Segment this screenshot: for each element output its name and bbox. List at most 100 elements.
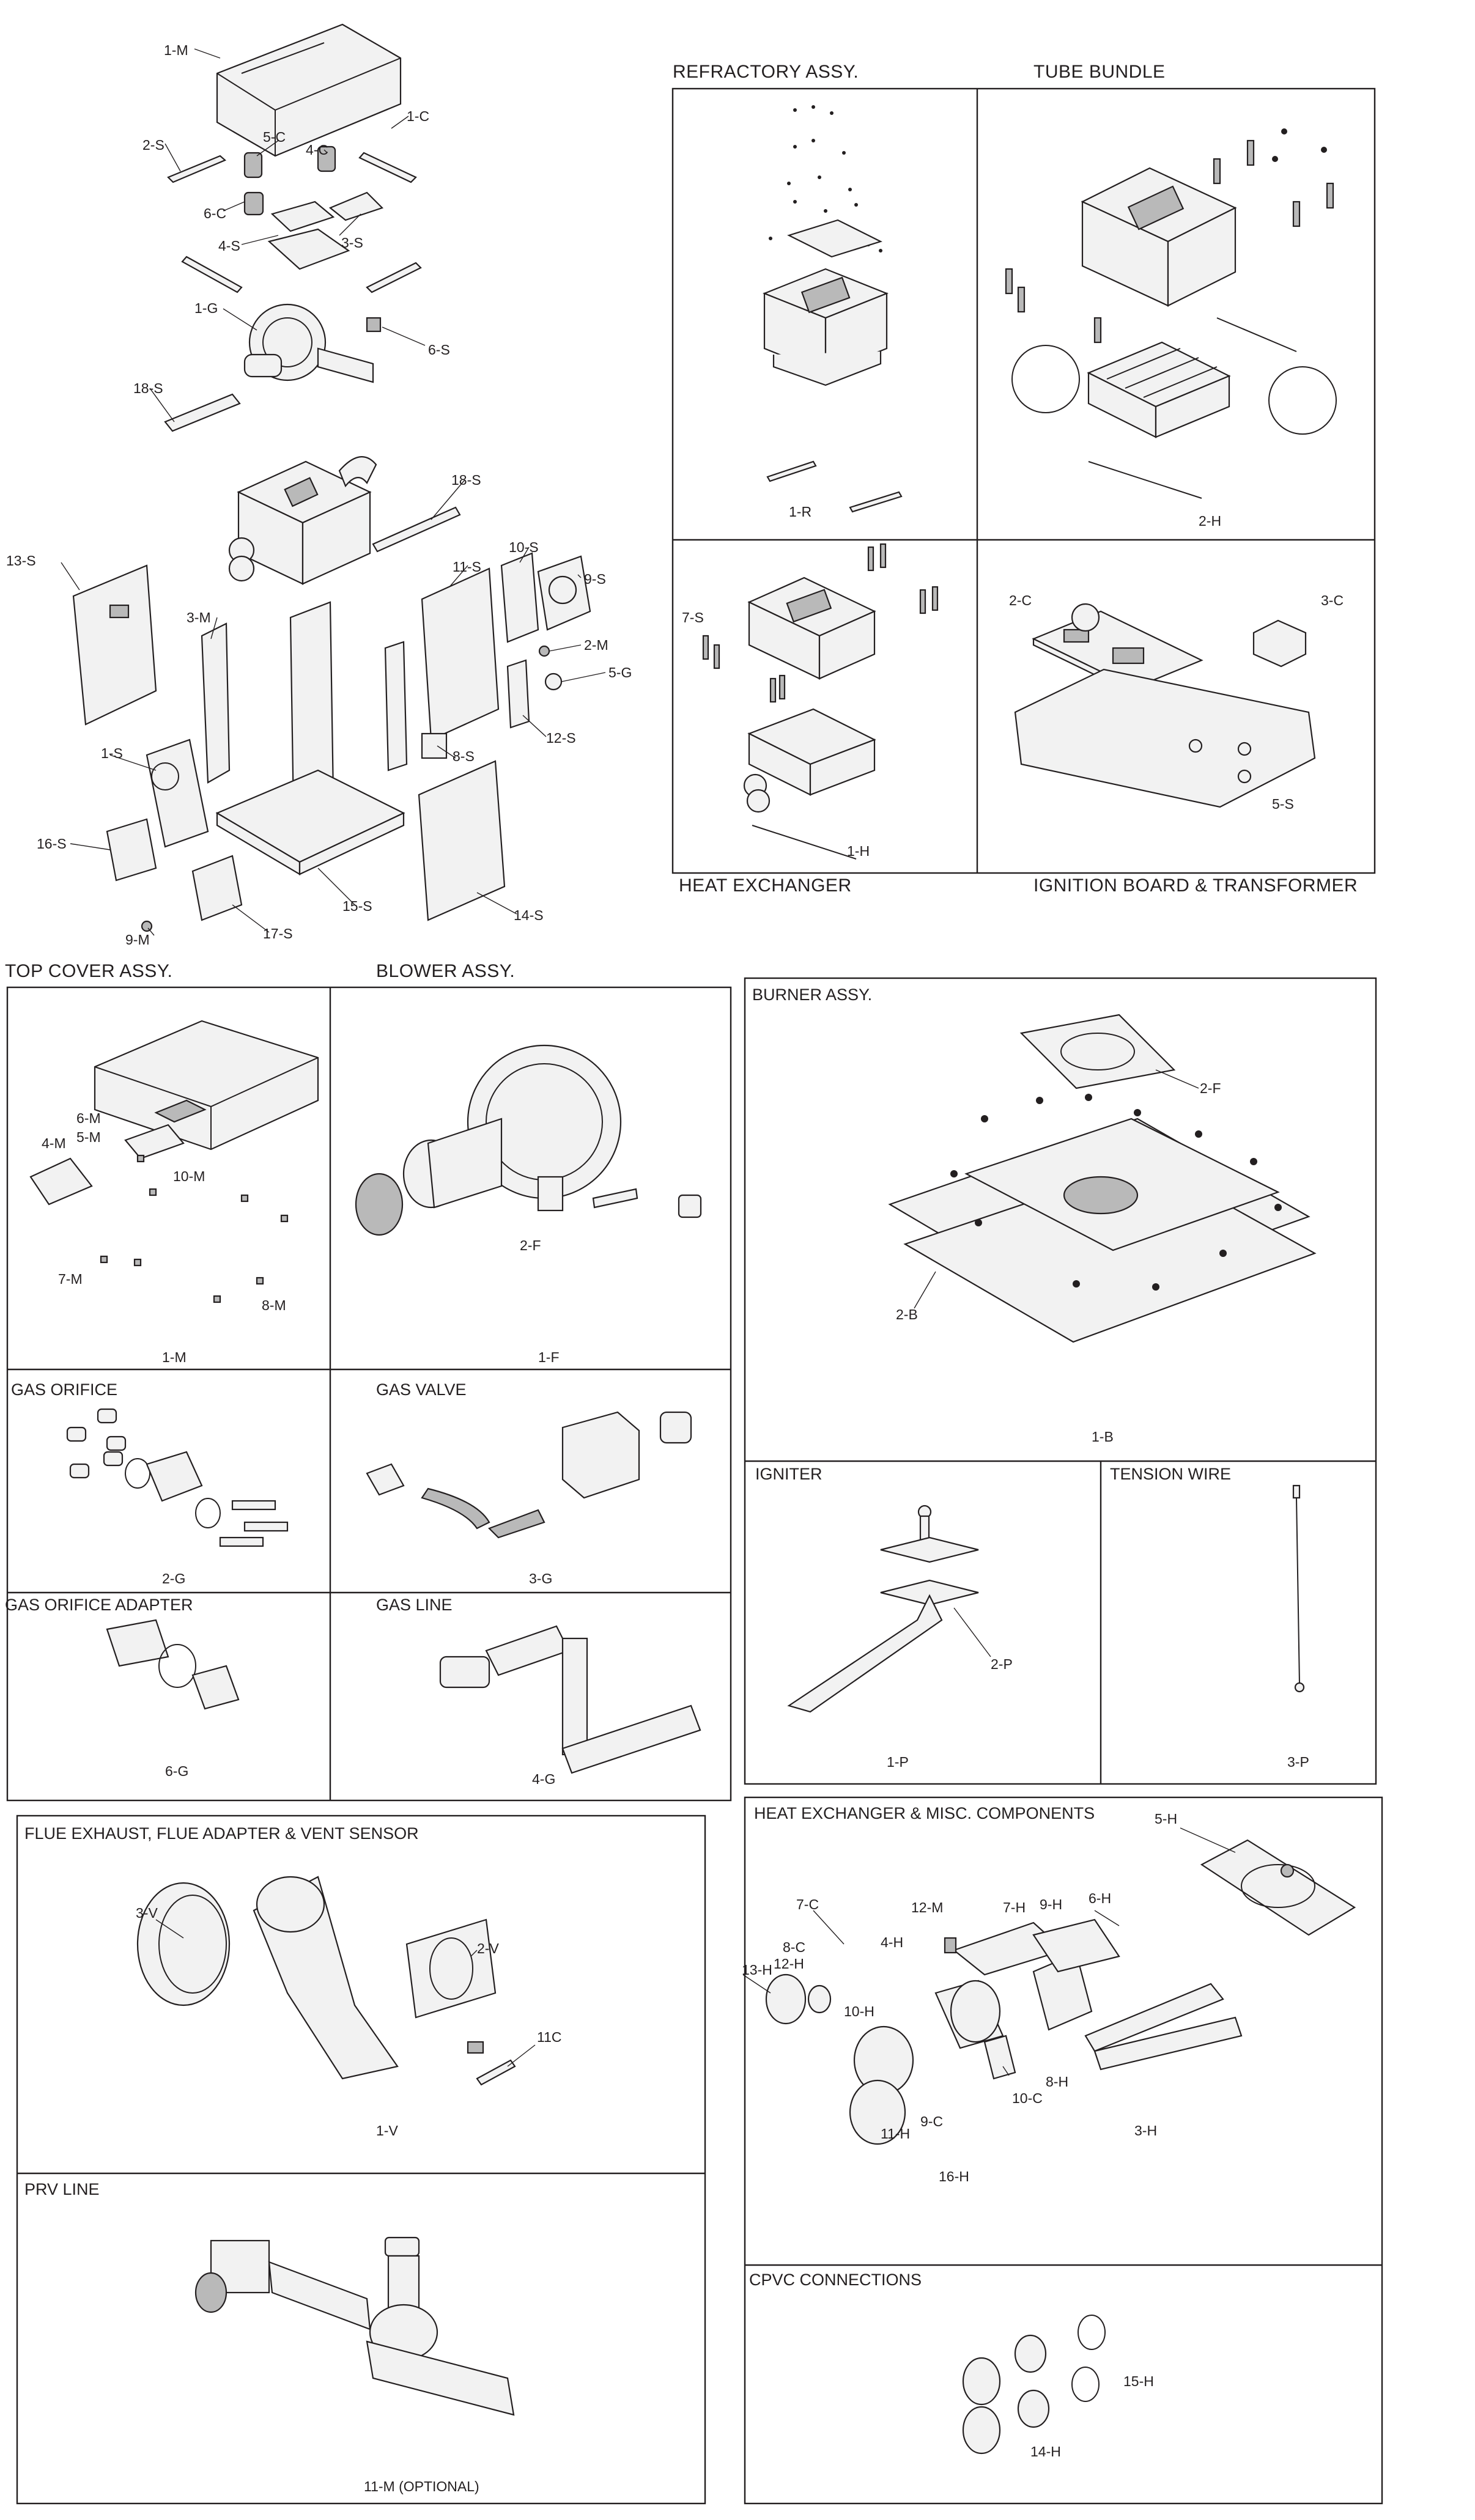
burner-assy-drawing bbox=[888, 1014, 1317, 1343]
callout-2-F-blower: 2-F bbox=[520, 1237, 541, 1253]
callout-11-M-optional: 11-M (OPTIONAL) bbox=[364, 2478, 479, 2494]
callout-2-B: 2-B bbox=[896, 1306, 918, 1322]
tube-bundle-drawing bbox=[1005, 128, 1337, 499]
callout-10-H: 10-H bbox=[844, 2003, 874, 2019]
grid-box-bottom-right bbox=[744, 1796, 1383, 2505]
hx-misc-drawing bbox=[765, 1839, 1356, 2145]
callout-2-S: 2-S bbox=[142, 137, 165, 153]
callout-6-H: 6-H bbox=[1089, 1890, 1111, 1906]
gas-orifice-adapter-drawing bbox=[106, 1619, 240, 1710]
callout-15-H: 15-H bbox=[1123, 2373, 1154, 2389]
left-panel bbox=[72, 564, 157, 726]
callout-1-R: 1-R bbox=[789, 504, 811, 520]
callout-4-M: 4-M bbox=[42, 1135, 66, 1151]
callout-17-S: 17-S bbox=[263, 926, 293, 941]
callout-16-S: 16-S bbox=[37, 836, 67, 852]
callout-16-H: 16-H bbox=[939, 2168, 969, 2184]
title-blower: BLOWER ASSY. bbox=[376, 961, 515, 981]
callout-3-S: 3-S bbox=[341, 235, 363, 251]
callout-18-S-b: 18-S bbox=[451, 472, 481, 488]
callout-12-H: 12-H bbox=[774, 1956, 804, 1972]
callout-8-H: 8-H bbox=[1046, 2074, 1068, 2090]
blower-assy-drawing bbox=[355, 1044, 702, 1236]
callout-8-S: 8-S bbox=[453, 748, 475, 764]
callout-14-S: 14-S bbox=[514, 907, 544, 923]
title-tension-wire: TENSION WIRE bbox=[1110, 1465, 1231, 1483]
grid-box-bottom-left bbox=[16, 1814, 706, 2505]
main-exploded-view: 1-M 1-C 2-S 5-C 4-C 6-C 4-S 3-S 1-G 6-S … bbox=[6, 23, 632, 948]
top-cover-assy-drawing bbox=[29, 1020, 319, 1303]
prv-drawing bbox=[194, 2236, 515, 2416]
title-gas-valve: GAS VALVE bbox=[376, 1380, 467, 1399]
flue-drawing bbox=[136, 1876, 516, 2086]
callout-1-H: 1-H bbox=[847, 843, 870, 859]
callout-7-H: 7-H bbox=[1003, 1899, 1026, 1915]
callout-1-P: 1-P bbox=[887, 1754, 909, 1770]
callout-11-H: 11-H bbox=[881, 2126, 910, 2142]
callout-2-G: 2-G bbox=[162, 1571, 185, 1586]
title-flue: FLUE EXHAUST, FLUE ADAPTER & VENT SENSOR bbox=[24, 1824, 419, 1843]
callout-8-C: 8-C bbox=[783, 1939, 805, 1955]
callout-6-G: 6-G bbox=[165, 1763, 188, 1779]
title-tube-bundle: TUBE BUNDLE bbox=[1033, 62, 1166, 82]
callout-13-S: 13-S bbox=[6, 553, 36, 569]
title-heat-exchanger: HEAT EXCHANGER bbox=[679, 875, 852, 896]
callout-1-C: 1-C bbox=[407, 108, 429, 124]
base-pan bbox=[215, 769, 405, 863]
gas-line-drawing bbox=[439, 1625, 701, 1774]
grid-box-right-middle bbox=[744, 977, 1377, 1785]
cpvc-drawing bbox=[962, 2315, 1106, 2455]
refractory-assy-drawing bbox=[763, 105, 903, 513]
title-refractory: REFRACTORY ASSY. bbox=[673, 62, 859, 82]
heat-exchanger-drawing bbox=[702, 543, 939, 860]
callout-5-G: 5-G bbox=[608, 665, 632, 680]
callout-4-C: 4-C bbox=[306, 142, 328, 158]
callout-1-B: 1-B bbox=[1092, 1429, 1114, 1445]
callout-3-H: 3-H bbox=[1134, 2123, 1157, 2139]
title-gas-orifice-adapter: GAS ORIFICE ADAPTER bbox=[5, 1596, 193, 1614]
callout-5-S: 5-S bbox=[1272, 796, 1294, 812]
callout-4-S: 4-S bbox=[218, 238, 240, 254]
grid-box-left-middle bbox=[6, 986, 732, 1802]
callout-4-G: 4-G bbox=[532, 1771, 555, 1787]
title-burner: BURNER ASSY. bbox=[752, 986, 872, 1004]
callout-2-M: 2-M bbox=[584, 637, 608, 653]
callout-1-F: 1-F bbox=[538, 1349, 560, 1365]
callout-9-S: 9-S bbox=[584, 571, 606, 587]
callout-13-H: 13-H bbox=[742, 1962, 772, 1978]
callout-7-C: 7-C bbox=[796, 1896, 819, 1912]
callout-1-V: 1-V bbox=[376, 2123, 398, 2139]
callout-12-M: 12-M bbox=[911, 1899, 943, 1915]
callout-5-C: 5-C bbox=[263, 129, 286, 145]
callout-6-C: 6-C bbox=[204, 205, 226, 221]
callout-2-F-burner: 2-F bbox=[1200, 1080, 1221, 1096]
callout-4-H: 4-H bbox=[881, 1934, 903, 1950]
callout-3-P: 3-P bbox=[1287, 1754, 1309, 1770]
callout-14-H: 14-H bbox=[1030, 2444, 1061, 2459]
callout-3-M: 3-M bbox=[187, 610, 211, 625]
callout-11C: 11C bbox=[537, 2029, 562, 2045]
callout-2-V: 2-V bbox=[477, 1940, 499, 1956]
callout-5-H: 5-H bbox=[1155, 1811, 1177, 1827]
callout-15-S: 15-S bbox=[342, 898, 372, 914]
title-igniter: IGNITER bbox=[755, 1465, 823, 1483]
grid-box-top-right bbox=[671, 87, 1376, 874]
tension-wire-drawing bbox=[1292, 1484, 1305, 1693]
callout-3-C: 3-C bbox=[1321, 592, 1344, 608]
callout-12-S: 12-S bbox=[546, 730, 576, 746]
callout-9-M: 9-M bbox=[125, 932, 150, 948]
callout-10-S: 10-S bbox=[509, 539, 539, 555]
gas-valve-drawing bbox=[366, 1411, 692, 1539]
callout-7-S: 7-S bbox=[682, 610, 704, 625]
callout-2-P: 2-P bbox=[991, 1656, 1013, 1672]
ignition-board-drawing bbox=[1014, 603, 1316, 808]
callout-2-C: 2-C bbox=[1009, 592, 1032, 608]
callout-3-G: 3-G bbox=[529, 1571, 552, 1586]
callout-8-M: 8-M bbox=[262, 1297, 286, 1313]
callout-1-M: 1-M bbox=[164, 42, 188, 58]
callout-6-S: 6-S bbox=[428, 342, 450, 358]
callout-7-M: 7-M bbox=[58, 1271, 83, 1287]
callout-6-M: 6-M bbox=[76, 1110, 101, 1126]
top-cover-part bbox=[216, 23, 402, 157]
